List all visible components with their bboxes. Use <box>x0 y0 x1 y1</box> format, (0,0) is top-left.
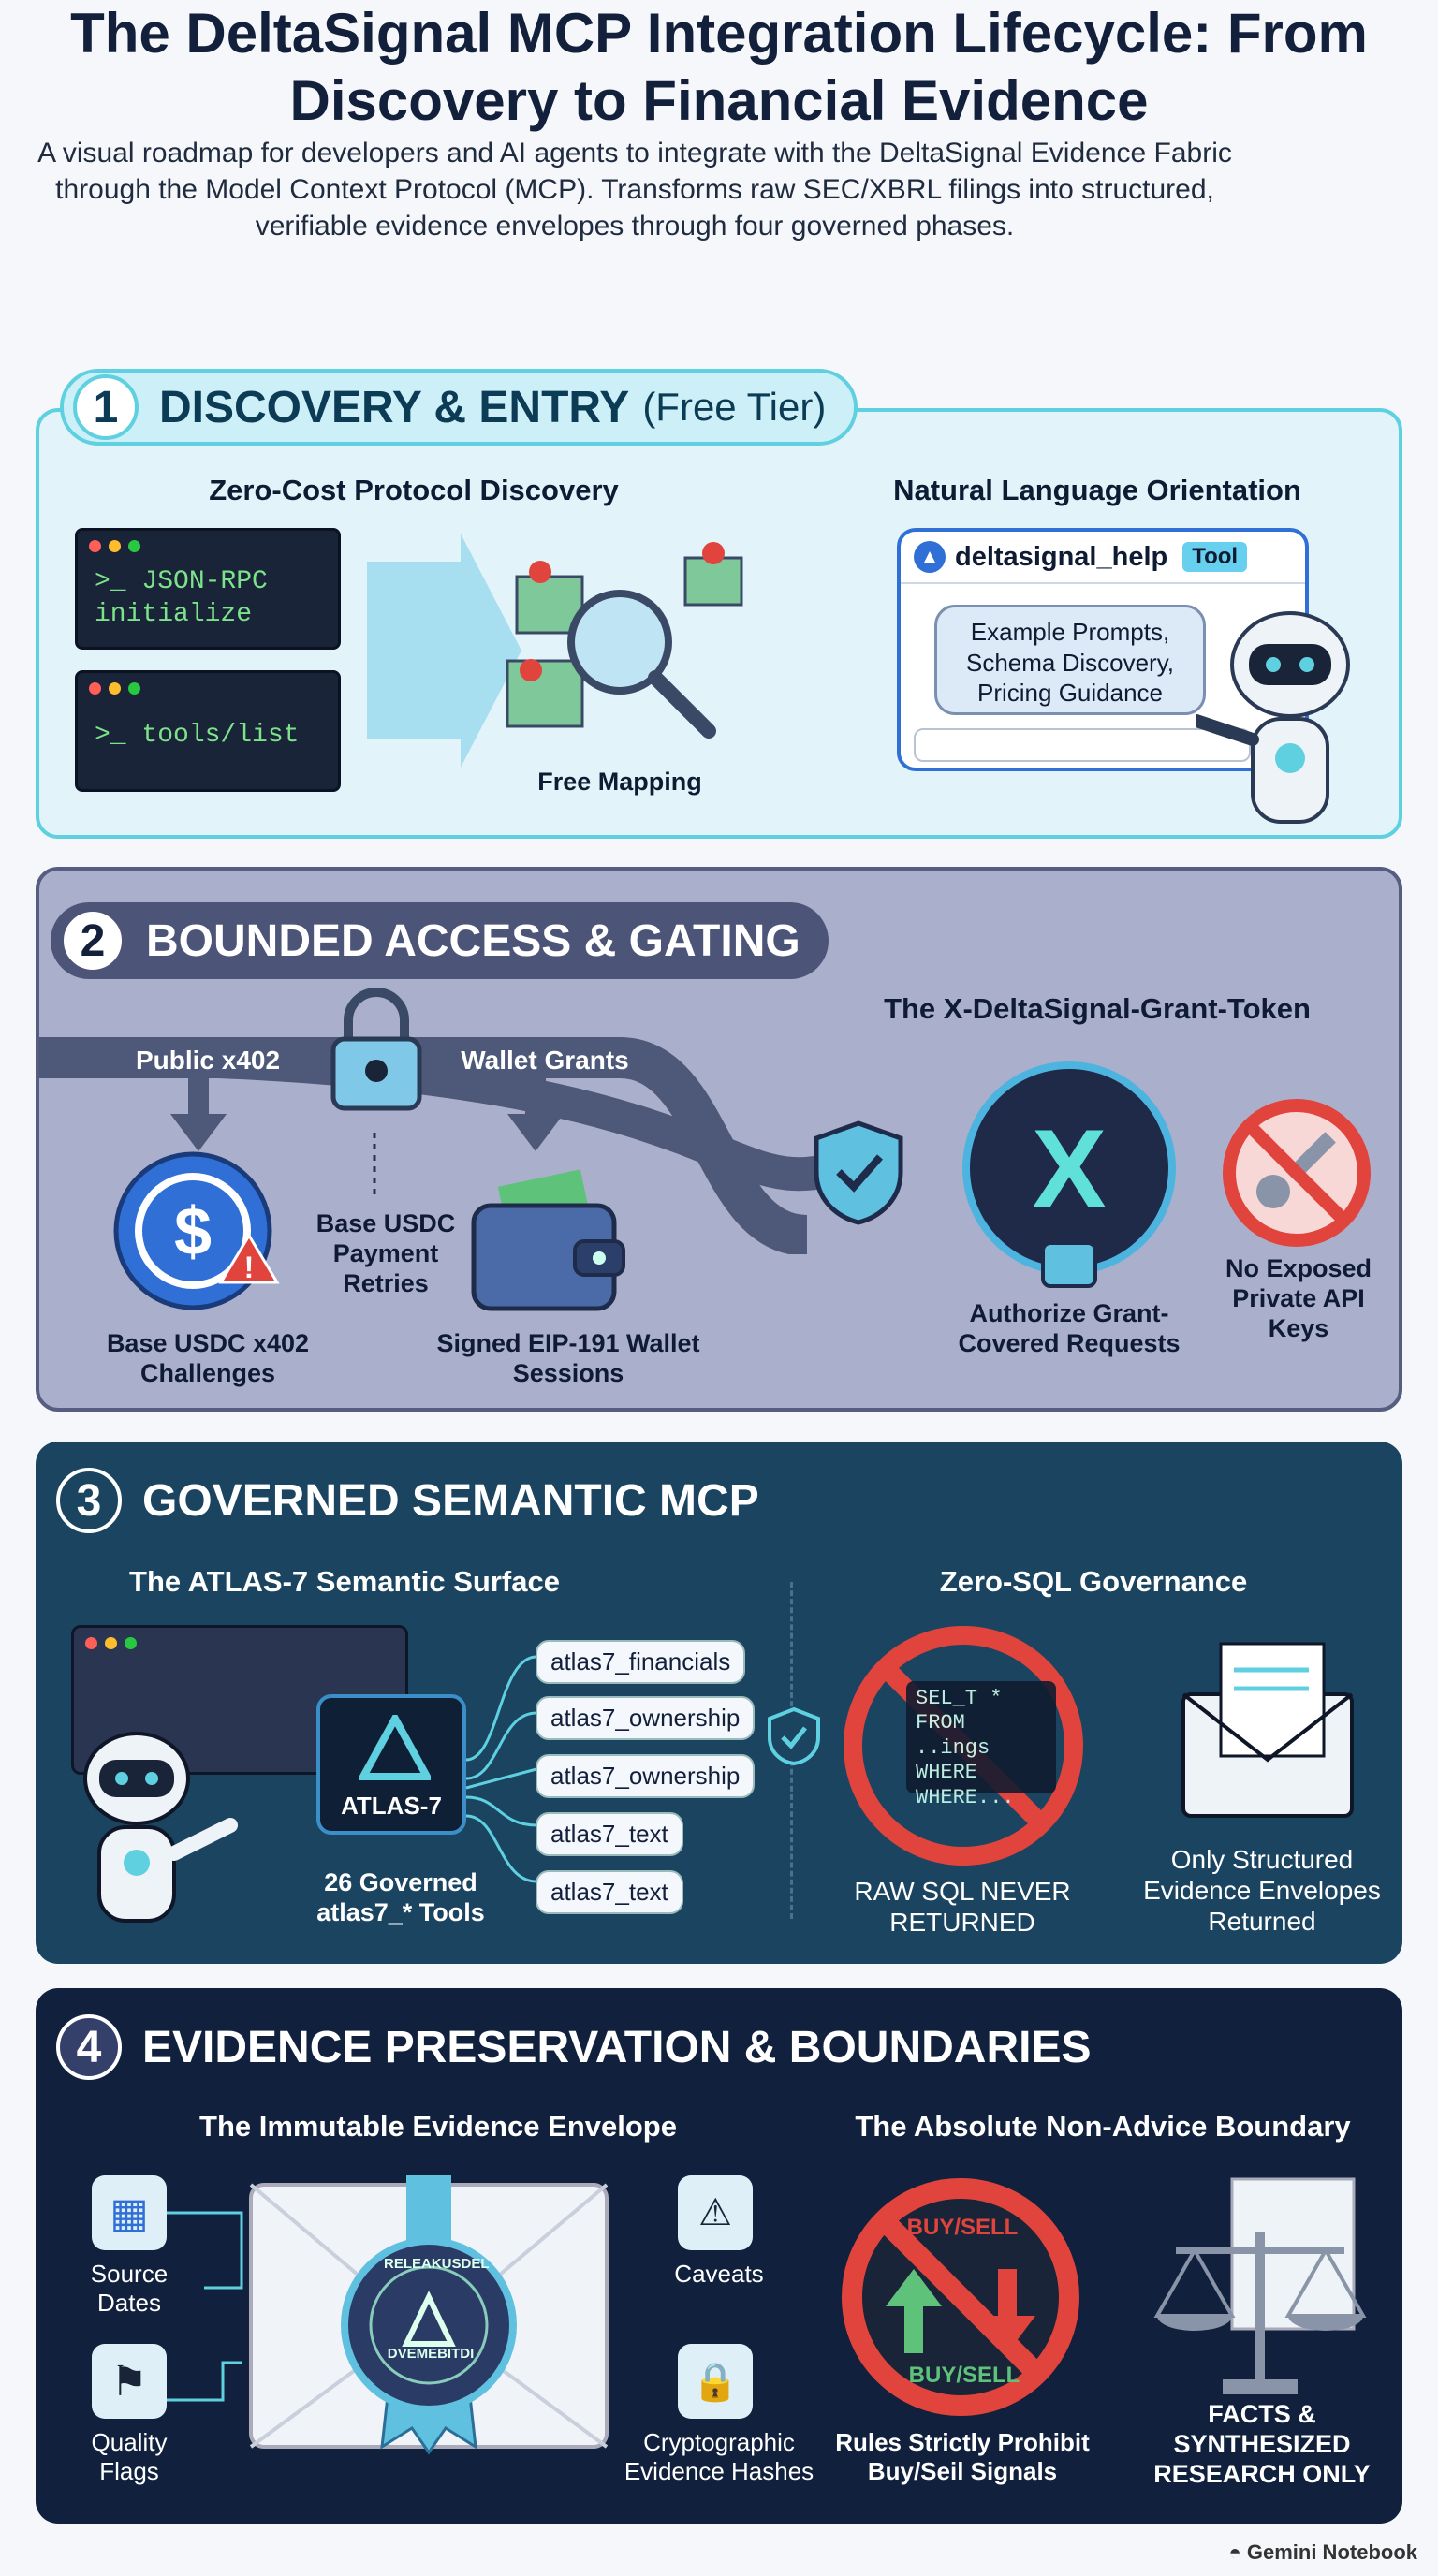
calendar-icon: ▦ <box>92 2175 167 2250</box>
sql-line: FROM ..ings <box>916 1711 990 1760</box>
quality-flags-label: Quality Flags <box>91 2428 168 2485</box>
token-caption: Authorize Grant-Covered Requests <box>958 1299 1181 1357</box>
seal-text-top: RELEAKUSDEL <box>384 2256 490 2272</box>
atlas7-tile: ATLAS-7 <box>316 1694 466 1835</box>
phase3-title: GOVERNED SEMANTIC MCP <box>142 1475 759 1526</box>
seal-text-bottom: DVEMEBITDI <box>387 2346 475 2362</box>
phase3-right-heading: Zero-SQL Governance <box>939 1565 1248 1598</box>
wallet-icon <box>471 1169 625 1311</box>
phase1-left-heading: Zero-Cost Protocol Discovery <box>209 474 619 506</box>
phase4-badge: 4 EVIDENCE PRESERVATION & BOUNDARIES <box>47 2009 1119 2086</box>
envelope-icon <box>1181 1642 1354 1818</box>
help-tool-header: ▲ deltasignal_help Tool <box>901 532 1305 584</box>
tool-pill[interactable]: atlas7_text <box>536 1870 683 1914</box>
scales-document-icon <box>1153 2177 1367 2394</box>
terminal-initialize-text: >_ JSON-RPC initialize <box>95 567 284 629</box>
atlas7-caption: 26 Governed atlas7_* Tools <box>316 1868 485 1926</box>
envelope-caption: Only Structured Evidence Envelopes Retur… <box>1143 1845 1381 1937</box>
hashes-label: Cryptographic Evidence Hashes <box>624 2428 814 2485</box>
padlock-icon <box>330 988 422 1111</box>
phase1-number: 1 <box>73 374 139 440</box>
phase2-title: BOUNDED ACCESS & GATING <box>146 915 800 966</box>
phase1-badge: 1 DISCOVERY & ENTRY (Free Tier) <box>60 369 858 446</box>
usdc-caption: Base USDC x402 Challenges <box>106 1329 310 1387</box>
source-dates-label: Source Dates <box>90 2260 169 2317</box>
robot-assistant-icon <box>1196 611 1350 824</box>
svg-text:!: ! <box>244 1251 255 1284</box>
phase4-number: 4 <box>56 2014 122 2080</box>
map-magnifier-icon <box>506 542 743 739</box>
keys-caption: No Exposed Private API Keys <box>1225 1254 1372 1342</box>
phase3-badge: 3 GOVERNED SEMANTIC MCP <box>47 1462 787 1539</box>
atlas7-label: ATLAS-7 <box>341 1792 442 1820</box>
flag-icon: ⚑ <box>92 2344 167 2419</box>
grant-token-icon: X <box>962 1061 1176 1288</box>
wallet-caption: Signed EIP-191 Wallet Sessions <box>436 1329 700 1387</box>
footer-brand-label: Gemini Notebook <box>1246 2540 1417 2564</box>
retry-caption: Base USDC Payment Retries <box>315 1209 456 1297</box>
phase3-number: 3 <box>56 1468 122 1533</box>
phase3-panel: 3 GOVERNED SEMANTIC MCP The ATLAS-7 Sema… <box>36 1442 1402 1964</box>
tool-branch-lines <box>465 1655 537 1883</box>
prohibit-caption: Rules Strictly Prohibit Buy/Seil Signals <box>835 2428 1090 2485</box>
usdc-coin-icon: $ ! <box>113 1151 280 1310</box>
facts-caption: FACTS & SYNTHESIZED RESEARCH ONLY <box>1153 2400 1371 2488</box>
shield-check-icon <box>814 1120 903 1225</box>
phase2-number: 2 <box>60 908 125 973</box>
phase1-panel: 1 DISCOVERY & ENTRY (Free Tier) Zero-Cos… <box>36 369 1402 839</box>
buysell-top-text: BUY/SELL <box>906 2215 1019 2240</box>
tool-pill[interactable]: atlas7_ownership <box>536 1754 756 1798</box>
sql-line: SEL_T * <box>916 1687 1003 1710</box>
phase4-right-heading: The Absolute Non-Advice Boundary <box>855 2110 1351 2143</box>
phase2-badge: 2 BOUNDED ACCESS & GATING <box>51 902 829 979</box>
terminal-tools-list: >_ tools/list <box>75 670 341 792</box>
deltasignal-logo-icon: ▲ <box>914 541 946 573</box>
svg-text:X: X <box>1032 1106 1107 1232</box>
phase4-title: EVIDENCE PRESERVATION & BOUNDARIES <box>142 2022 1092 2072</box>
tool-pill[interactable]: atlas7_financials <box>536 1640 746 1684</box>
sealed-envelope-icon <box>167 2175 609 2455</box>
sql-snippet: SEL_T * FROM ..ings WHERE WHERE... <box>906 1681 1056 1809</box>
token-heading: The X-DeltaSignal-Grant-Token <box>884 992 1311 1025</box>
no-keys-icon <box>1223 1099 1371 1247</box>
caveats-label: Caveats <box>674 2260 764 2288</box>
phase4-panel: 4 EVIDENCE PRESERVATION & BOUNDARIES The… <box>36 1988 1402 2524</box>
phase2-panel: 2 BOUNDED ACCESS & GATING Public x402 Wa… <box>36 867 1402 1412</box>
phase3-left-heading: The ATLAS-7 Semantic Surface <box>129 1565 560 1598</box>
sql-line: WHERE <box>916 1761 978 1785</box>
lock-icon: 🔒 <box>678 2344 753 2419</box>
shield-check-icon <box>768 1706 820 1766</box>
atlas7-logo-icon <box>360 1715 431 1780</box>
robot-agent-icon <box>83 1732 238 1923</box>
path-wallet-label: Wallet Grants <box>461 1046 629 1075</box>
path-public-label: Public x402 <box>135 1046 281 1075</box>
help-tool-name: deltasignal_help <box>955 541 1168 572</box>
phase1-tier: (Free Tier) <box>642 385 827 429</box>
terminal-initialize: >_ JSON-RPC initialize <box>75 528 341 650</box>
phase4-left-heading: The Immutable Evidence Envelope <box>199 2110 677 2143</box>
svg-text:$: $ <box>174 1194 212 1269</box>
free-mapping-caption: Free Mapping <box>537 768 702 796</box>
no-buy-sell-icon <box>842 2178 1079 2416</box>
data-flow-arrow-icon <box>367 534 521 768</box>
help-tool-bubble: Example Prompts, Schema Discovery, Prici… <box>934 605 1206 715</box>
footer-brand: ◓ Gemini Notebook <box>1228 2540 1417 2564</box>
sql-line: WHERE... <box>916 1785 1015 1809</box>
warning-icon: ⚠ <box>678 2175 753 2250</box>
buysell-bottom-text: BUY/SELL <box>908 2363 1020 2388</box>
phase1-title: DISCOVERY & ENTRY <box>159 382 630 432</box>
page-title: The DeltaSignal MCP Integration Lifecycl… <box>70 2 1368 132</box>
page-subtitle: A visual roadmap for developers and AI a… <box>37 138 1232 242</box>
sql-caption: RAW SQL NEVER RETURNED <box>854 1877 1071 1938</box>
terminal-tools-list-text: >_ tools/list <box>95 721 300 750</box>
tool-pill[interactable]: atlas7_text <box>536 1812 683 1856</box>
tool-badge: Tool <box>1182 542 1248 572</box>
phase1-right-heading: Natural Language Orientation <box>893 474 1301 506</box>
tool-pill[interactable]: atlas7_ownership <box>536 1696 756 1740</box>
